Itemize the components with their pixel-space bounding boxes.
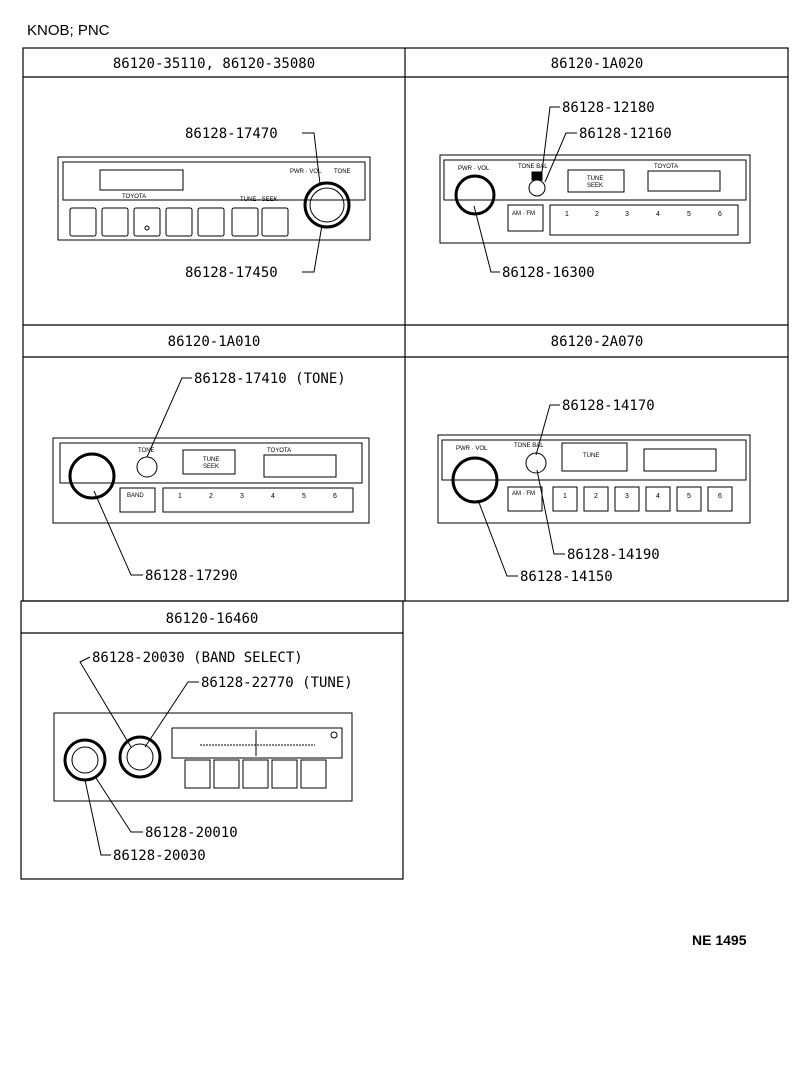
- callout-label: 86128-12180: [562, 100, 655, 116]
- seek-label: SEEK: [587, 183, 603, 189]
- callout-label: 86128-17470: [185, 126, 278, 142]
- preset-6: 6: [333, 493, 337, 500]
- vol-knob: [454, 174, 496, 216]
- pwr-vol-label: PWR · VOL: [458, 166, 490, 172]
- leader-line: [79, 656, 132, 748]
- page-title: KNOB; PNC: [27, 22, 110, 39]
- tone-bal-knob: [525, 452, 547, 474]
- callout-label: 86128-20030 (BAND SELECT): [92, 650, 303, 666]
- radio-unit-5: [53, 712, 353, 802]
- leader-line: [84, 779, 111, 856]
- preset-4: 4: [656, 211, 660, 218]
- preset-2: 2: [595, 211, 599, 218]
- leader-line: [95, 777, 143, 833]
- preset-6: 6: [718, 211, 722, 218]
- radio-unit-3: TONE TUNE SEEK TOYOTA BAND 1 2 3 4 5 6: [52, 437, 370, 524]
- preset-6: 6: [718, 493, 722, 500]
- brand-label: TOYOTA: [267, 448, 291, 454]
- callout-label: 86128-14190: [567, 547, 660, 563]
- callout-label: 86128-22770 (TUNE): [201, 675, 353, 691]
- callout-label: 86128-20010: [145, 825, 238, 841]
- callout-label: 86128-20030: [113, 848, 206, 864]
- panel-header-4: 86120-2A070: [551, 334, 644, 350]
- leader-line: [536, 469, 565, 555]
- radio-unit-1: TOYOTA PWR · VOL TONE TUNE · SEEK: [57, 156, 371, 241]
- preset-3: 3: [240, 493, 244, 500]
- callout-label: 86128-16300: [502, 265, 595, 281]
- leader-line: [535, 404, 560, 456]
- preset-3: 3: [625, 211, 629, 218]
- leader-line: [302, 132, 321, 185]
- tone-bal-label: TONE BAL: [518, 164, 548, 170]
- brand-label: TOYOTA: [122, 194, 146, 200]
- tune-label: TUNE: [587, 176, 603, 182]
- preset-2: 2: [209, 493, 213, 500]
- leader-line: [302, 224, 323, 273]
- callout-label: 86128-14170: [562, 398, 655, 414]
- radio-unit-2: PWR · VOL TONE BAL TUNE SEEK TOYOTA AM ·…: [439, 154, 751, 244]
- seek-label: SEEK: [203, 464, 219, 470]
- vol-knob: [451, 456, 499, 504]
- tune-knob: [118, 735, 162, 779]
- am-fm-label: AM · FM: [512, 211, 535, 217]
- band-label: BAND: [127, 493, 144, 499]
- pwr-vol-label: PWR · VOL: [290, 169, 322, 175]
- preset-buttons: [69, 207, 289, 237]
- preset-5: 5: [302, 493, 306, 500]
- panel-header-1: 86120-35110, 86120-35080: [113, 56, 315, 72]
- radio-unit-4: PWR · VOL TONE BAL TUNE AM · FM 1 2 3 4 …: [437, 434, 751, 524]
- leader-line: [477, 499, 518, 577]
- tune-label: TUNE: [583, 453, 599, 459]
- callout-label: 86128-17290: [145, 568, 238, 584]
- tune-seek-label: TUNE · SEEK: [240, 197, 278, 203]
- preset-5: 5: [687, 493, 691, 500]
- panel-header-3: 86120-1A010: [168, 334, 261, 350]
- callout-label: 86128-14150: [520, 569, 613, 585]
- callout-label: 86128-17450: [185, 265, 278, 281]
- tone-knob: [303, 181, 351, 229]
- am-fm-label: AM · FM: [512, 491, 535, 497]
- brand-label: TOYOTA: [654, 164, 678, 170]
- leader-line: [544, 132, 577, 183]
- leader-line: [473, 205, 500, 273]
- preset-1: 1: [565, 211, 569, 218]
- tone-bal-label: TONE BAL: [514, 443, 544, 449]
- preset-3: 3: [625, 493, 629, 500]
- table-grid: [20, 47, 789, 880]
- reference-code: NE 1495: [692, 932, 747, 948]
- panel-header-5: 86120-16460: [166, 611, 259, 627]
- band-select-knob: [63, 738, 107, 782]
- preset-1: 1: [178, 493, 182, 500]
- tone-label: TONE: [334, 169, 351, 175]
- leader-line: [93, 490, 143, 576]
- preset-5: 5: [687, 211, 691, 218]
- preset-1: 1: [563, 493, 567, 500]
- preset-4: 4: [271, 493, 275, 500]
- leader-line: [144, 681, 199, 748]
- leader-line: [540, 106, 560, 181]
- preset-4: 4: [656, 493, 660, 500]
- vol-knob: [68, 452, 116, 500]
- panel-header-2: 86120-1A020: [551, 56, 644, 72]
- pwr-vol-label: PWR · VOL: [456, 446, 488, 452]
- preset-2: 2: [594, 493, 598, 500]
- callout-label: 86128-17410 (TONE): [194, 371, 346, 387]
- tone-knob: [136, 456, 158, 478]
- tune-label: TUNE: [203, 457, 219, 463]
- tone-label: TONE: [138, 448, 155, 454]
- leader-line: [146, 377, 192, 458]
- callout-label: 86128-12160: [579, 126, 672, 142]
